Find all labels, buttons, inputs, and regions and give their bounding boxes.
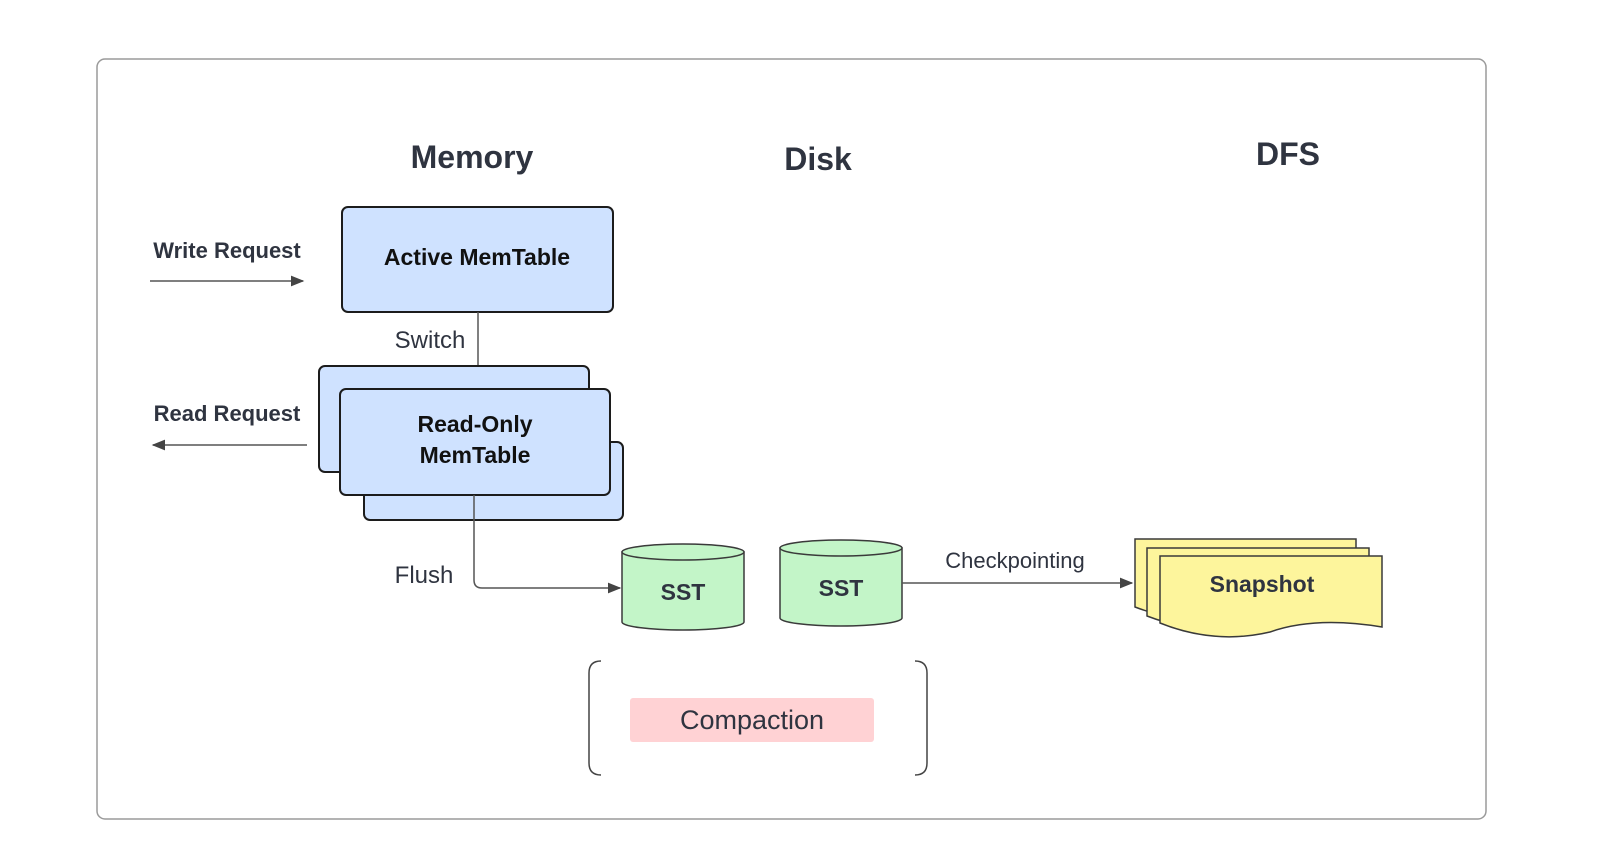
readonly-memtable-front-box [339, 388, 611, 496]
section-title-memory: Memory [411, 139, 534, 175]
flush-label: Flush [395, 562, 454, 589]
active-memtable-label: Active MemTable [384, 244, 570, 270]
sst-cylinder-1: SST [621, 543, 745, 631]
switch-label: Switch [395, 327, 466, 354]
compaction-label: Compaction [680, 705, 824, 735]
readonly-memtable-stack: Read-Only MemTable [318, 365, 624, 521]
compaction-bracket-left [588, 660, 602, 776]
snapshot-doc-front [1159, 555, 1383, 638]
write-request-label: Write Request [153, 238, 301, 263]
active-memtable-box: Active MemTable [341, 206, 614, 313]
sst-2-label: SST [819, 575, 864, 601]
checkpointing-label: Checkpointing [945, 548, 1084, 573]
diagram-frame [96, 58, 1487, 820]
readonly-memtable-label-line1: Read-Only [417, 411, 532, 437]
compaction-badge [630, 698, 874, 742]
flush-arrow [473, 495, 622, 594]
sst-cylinder-2: SST [779, 539, 903, 627]
compaction-group: Compaction [588, 660, 928, 776]
compaction-bracket-right [914, 660, 928, 776]
sst-1-label: SST [661, 579, 706, 605]
snapshot-document-stack: Snapshot [1134, 538, 1383, 638]
read-request-label: Read Request [154, 401, 301, 426]
section-title-dfs: DFS [1256, 136, 1320, 172]
readonly-memtable-label-line2: MemTable [420, 442, 531, 468]
snapshot-label: Snapshot [1210, 571, 1315, 597]
section-title-disk: Disk [784, 141, 852, 177]
